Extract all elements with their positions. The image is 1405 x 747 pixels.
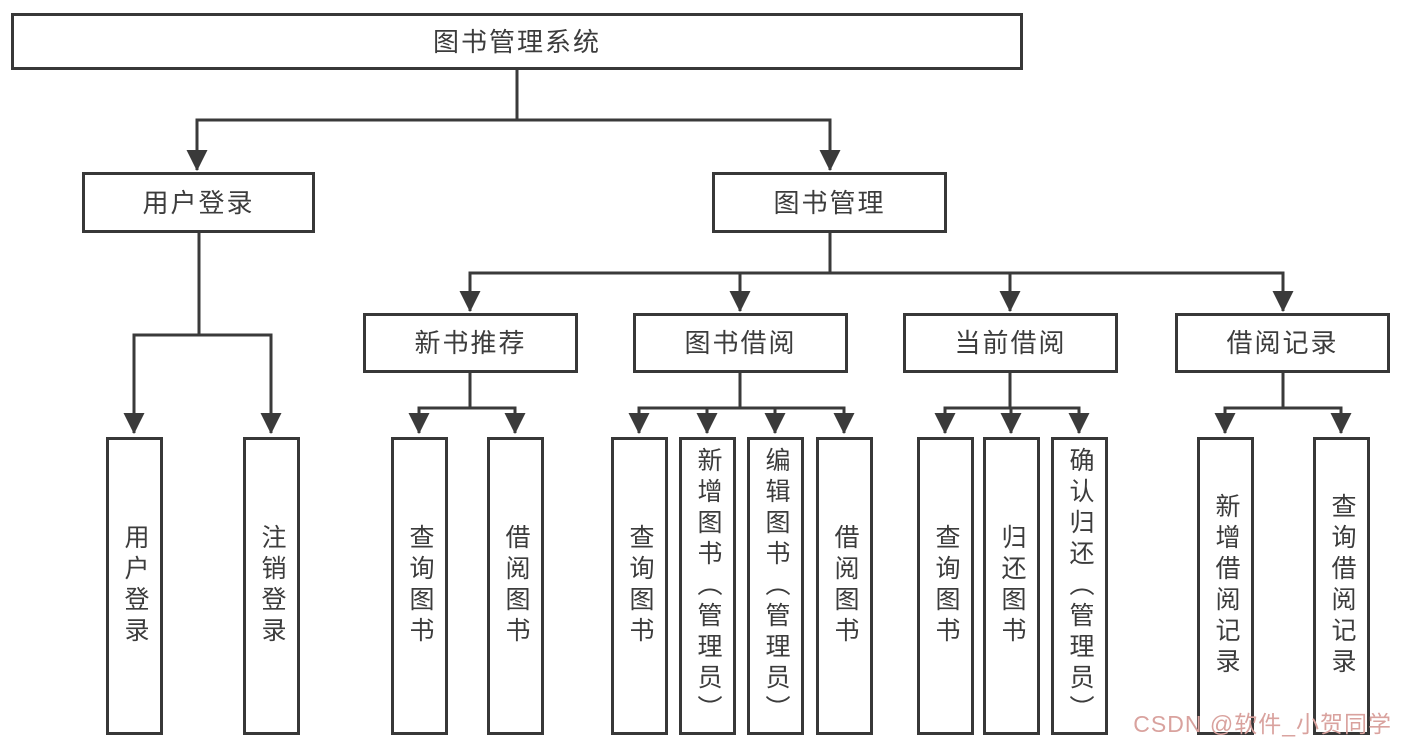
node-root-system: 图书管理系统 bbox=[11, 13, 1023, 70]
leaf-query-borrow-record: 查询借阅记录 bbox=[1313, 437, 1370, 735]
leaf-user-login: 用户登录 bbox=[106, 437, 163, 735]
node-borrowing-records: 借阅记录 bbox=[1175, 313, 1390, 373]
node-book-borrowing: 图书借阅 bbox=[633, 313, 848, 373]
node-root-label: 图书管理系统 bbox=[432, 26, 601, 57]
leaf-edit-books-admin: 编辑图书（管理员） bbox=[747, 437, 804, 735]
node-borrowing-records-label: 借阅记录 bbox=[1226, 328, 1339, 358]
leaf-borrow-books-borrowing: 借阅图书 bbox=[816, 437, 873, 735]
leaf-query-books-borrowing: 查询图书 bbox=[611, 437, 668, 735]
node-new-book-recommendation: 新书推荐 bbox=[363, 313, 578, 373]
leaf-query-books-recommend-label: 查询图书 bbox=[406, 524, 434, 648]
leaf-query-books-recommend: 查询图书 bbox=[391, 437, 448, 735]
node-user-login: 用户登录 bbox=[82, 172, 315, 233]
leaf-borrow-books-recommend-label: 借阅图书 bbox=[502, 524, 530, 648]
node-new-book-recommendation-label: 新书推荐 bbox=[414, 328, 527, 358]
leaf-borrow-books-borrowing-label: 借阅图书 bbox=[831, 524, 859, 648]
connector-lines bbox=[132, 70, 1343, 410]
leaf-return-books: 归还图书 bbox=[983, 437, 1040, 735]
leaf-logout-login: 注销登录 bbox=[243, 437, 300, 735]
leaf-confirm-return-admin-label: 确认归还（管理员） bbox=[1066, 446, 1094, 726]
leaf-add-borrow-record: 新增借阅记录 bbox=[1197, 437, 1254, 735]
node-book-borrowing-label: 图书借阅 bbox=[684, 328, 797, 358]
leaf-add-books-admin: 新增图书（管理员） bbox=[679, 437, 736, 735]
leaf-edit-books-admin-label: 编辑图书（管理员） bbox=[762, 446, 790, 726]
node-user-login-label: 用户登录 bbox=[142, 187, 255, 218]
leaf-logout-login-label: 注销登录 bbox=[258, 524, 286, 648]
node-current-borrowing: 当前借阅 bbox=[903, 313, 1118, 373]
leaf-borrow-books-recommend: 借阅图书 bbox=[487, 437, 544, 735]
node-book-management-label: 图书管理 bbox=[773, 187, 886, 218]
leaf-query-books-current-label: 查询图书 bbox=[932, 524, 960, 648]
leaf-add-borrow-record-label: 新增借阅记录 bbox=[1212, 493, 1240, 679]
leaf-confirm-return-admin: 确认归还（管理员） bbox=[1051, 437, 1108, 735]
leaf-query-books-current: 查询图书 bbox=[917, 437, 974, 735]
leaf-add-books-admin-label: 新增图书（管理员） bbox=[694, 446, 722, 726]
leaf-user-login-label: 用户登录 bbox=[121, 524, 149, 648]
node-book-management: 图书管理 bbox=[712, 172, 947, 233]
node-current-borrowing-label: 当前借阅 bbox=[954, 328, 1067, 358]
leaf-return-books-label: 归还图书 bbox=[998, 524, 1026, 648]
leaf-query-borrow-record-label: 查询借阅记录 bbox=[1328, 493, 1356, 679]
leaf-query-books-borrowing-label: 查询图书 bbox=[626, 524, 654, 648]
